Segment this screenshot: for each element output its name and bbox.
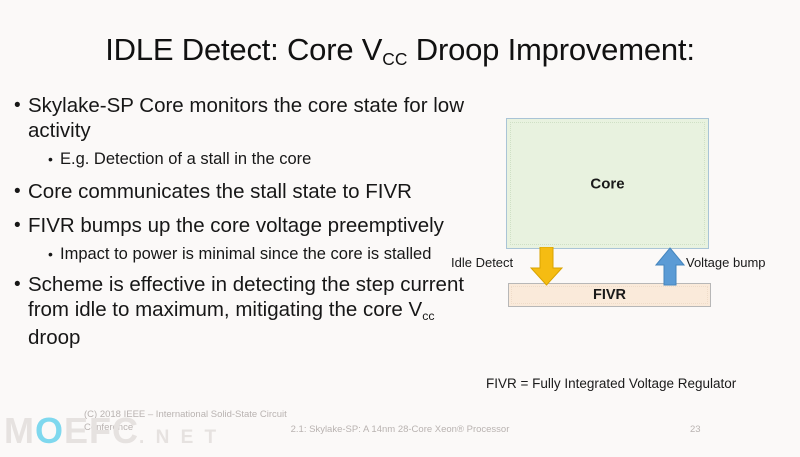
bullet-dot-icon: • — [14, 95, 21, 116]
bullet-dot-icon: • — [14, 215, 21, 236]
core-block: Core — [506, 118, 709, 249]
bullet-text: FIVR bumps up the core voltage preemptiv… — [28, 214, 444, 237]
idle-detect-down-arrow-icon — [529, 246, 564, 286]
watermark-part-4: . N E T — [139, 427, 220, 448]
bullet-list: • Skylake-SP Core monitors the core stat… — [14, 93, 476, 352]
bullet-text: E.g. Detection of a stall in the core — [60, 150, 312, 168]
voltage-bump-label: Voltage bump — [686, 255, 766, 270]
bullet-text-subscript: cc — [422, 308, 435, 323]
bullet-dot-icon: • — [48, 246, 53, 262]
core-block-inner-outline — [510, 122, 705, 245]
watermark-part-1: M — [4, 410, 35, 451]
site-watermark: MOEFC. N E T — [4, 412, 219, 457]
fivr-block: FIVR — [508, 283, 711, 307]
bullet-text-suffix: droop — [28, 326, 81, 349]
title-suffix: Droop Improvement: — [407, 32, 695, 67]
bullet-dot-icon: • — [14, 274, 21, 295]
copyright-notice: (C) 2018 IEEE – International Solid-Stat… — [84, 409, 287, 433]
watermark-part-3: EFC — [64, 410, 140, 451]
footer-paper-title: 2.1: Skylake-SP: A 14nm 28-Core Xeon® Pr… — [290, 424, 510, 435]
voltage-bump-up-arrow-icon — [654, 247, 686, 286]
list-item: • Impact to power is minimal since the c… — [48, 243, 476, 265]
list-item: • Skylake-SP Core monitors the core stat… — [14, 93, 476, 143]
title-prefix: IDLE Detect: Core V — [105, 32, 383, 67]
page-title: IDLE Detect: Core VCC Droop Improvement: — [0, 32, 800, 70]
core-fivr-diagram: Core FIVR Idle Detect Voltage bump FIVR … — [440, 100, 800, 400]
bullet-text-prefix: Scheme is effective in detecting the ste… — [28, 273, 465, 321]
list-item: • E.g. Detection of a stall in the core — [48, 148, 476, 170]
bullet-text: Impact to power is minimal since the cor… — [60, 245, 432, 263]
bullet-dot-icon: • — [14, 181, 21, 202]
bullet-dot-icon: • — [48, 151, 53, 167]
fivr-block-label: FIVR — [592, 287, 627, 303]
fivr-legend-note: FIVR = Fully Integrated Voltage Regulato… — [486, 376, 737, 391]
watermark-part-2: O — [35, 410, 65, 451]
fivr-block-inner-outline — [511, 286, 708, 304]
page-number: 23 — [690, 424, 701, 435]
bullet-text: Skylake-SP Core monitors the core state … — [28, 94, 464, 142]
bullet-text: Core communicates the stall state to FIV… — [28, 180, 412, 203]
list-item: • FIVR bumps up the core voltage preempt… — [14, 213, 476, 238]
idle-detect-label: Idle Detect — [451, 255, 514, 270]
list-item: • Scheme is effective in detecting the s… — [14, 272, 476, 350]
bullet-text: Scheme is effective in detecting the ste… — [28, 272, 476, 350]
list-item: • Core communicates the stall state to F… — [14, 179, 476, 204]
title-subscript: CC — [382, 49, 408, 70]
core-block-label: Core — [590, 175, 625, 192]
